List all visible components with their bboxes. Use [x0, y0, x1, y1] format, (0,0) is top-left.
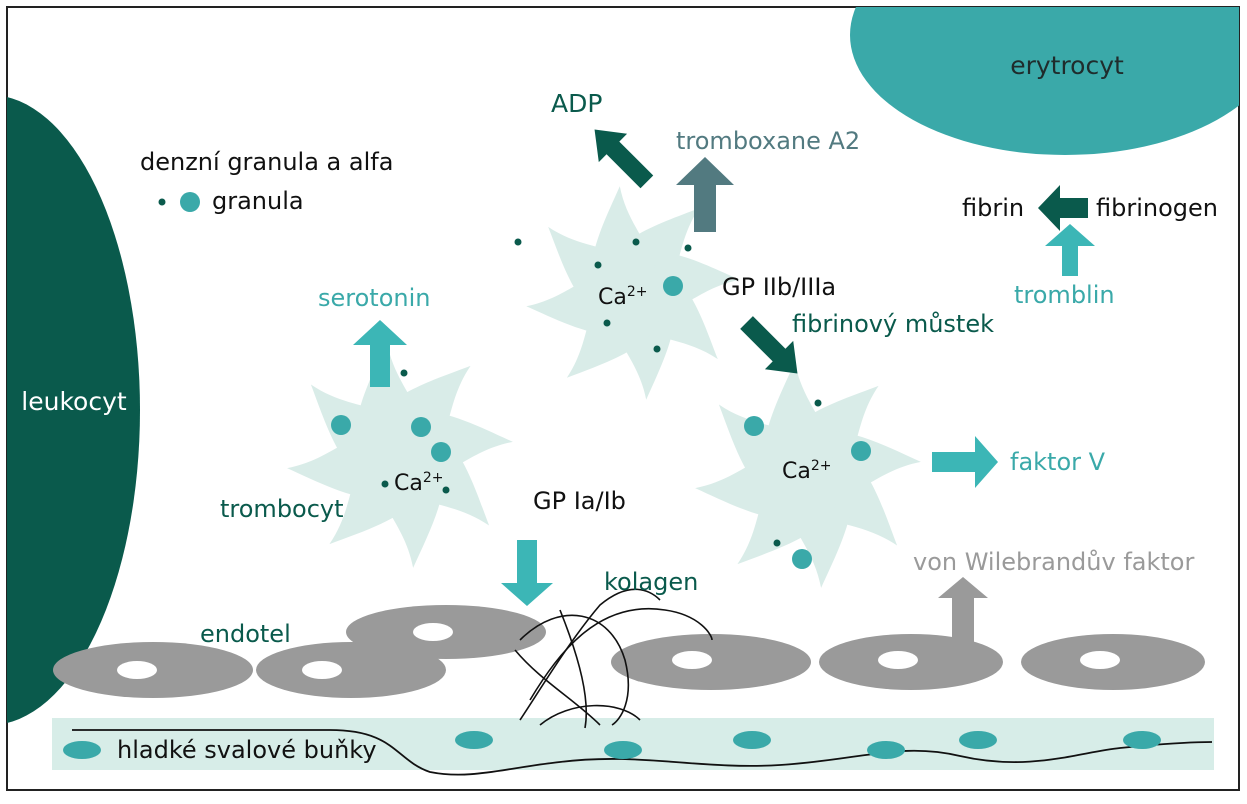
dense-granule	[400, 369, 408, 377]
dense-granule	[514, 238, 522, 246]
fibrinogen-label: fibrinogen	[1096, 194, 1218, 222]
calcium-label-right: Ca2+	[782, 458, 831, 484]
fibrin-arrow	[1038, 185, 1088, 231]
calcium-superscript: 2+	[423, 470, 444, 486]
alpha-granules	[180, 192, 871, 569]
alpha-granule	[744, 416, 764, 436]
dense-granule	[381, 480, 389, 488]
endothelial-cell	[819, 634, 1003, 690]
endothelial-cell	[1021, 634, 1205, 690]
adp-arrow	[594, 129, 654, 189]
calcium-superscript: 2+	[811, 458, 832, 474]
muscle-nuclei	[63, 731, 1161, 759]
thrombin-label: tromblin	[1014, 281, 1115, 309]
collagen-fibers	[514, 588, 713, 729]
alpha-granule	[411, 417, 431, 437]
fibrin-bridge-arrow	[740, 316, 798, 374]
thrombin-arrow	[1045, 224, 1095, 276]
leukocyte-label: leukocyt	[21, 387, 127, 416]
serotonin-arrow	[353, 320, 407, 387]
endothelial-cell	[346, 605, 546, 659]
serotonin-label: serotonin	[318, 284, 430, 312]
muscle-nucleus	[455, 731, 493, 749]
alpha-granule	[331, 415, 351, 435]
granules-label-line2: granula	[212, 187, 304, 215]
dense-granules	[158, 198, 822, 547]
factor-v-label: faktor V	[1010, 448, 1106, 476]
von-willebrand-arrow	[938, 577, 988, 643]
arrows	[353, 129, 1095, 643]
alpha-granule	[663, 276, 683, 296]
endothelial-cell	[53, 642, 253, 698]
labels: erytrocyt leukocyt denzní granula a alfa…	[21, 51, 1218, 764]
smooth-muscle-label: hladké svalové buňky	[117, 736, 377, 764]
factor-v-arrow	[932, 436, 998, 488]
erythrocyte-label: erytrocyt	[1010, 51, 1124, 80]
dense-granule	[684, 244, 692, 252]
thrombocyte-label: trombocyt	[220, 495, 344, 523]
dense-granule	[442, 486, 450, 494]
dense-granule	[653, 345, 661, 353]
fibrin-bridge-label: fibrinový můstek	[792, 310, 994, 338]
dense-granule	[814, 399, 822, 407]
dense-granule	[632, 238, 640, 246]
muscle-nucleus	[604, 741, 642, 759]
erythrocyte-cell	[850, 7, 1239, 155]
dense-granule	[773, 539, 781, 547]
smooth-muscle-wave	[72, 729, 1213, 776]
gp-iib-label: GP IIb/IIIa	[722, 273, 836, 301]
muscle-nucleus	[959, 731, 997, 749]
calcium-label-left: Ca2+	[394, 470, 443, 496]
alpha-granule	[180, 192, 200, 212]
leukocyte-cell	[7, 97, 140, 723]
muscle-nucleus	[867, 741, 905, 759]
platelet-pseudopod	[764, 362, 833, 493]
von-willebrand-label: von Wilebrandův faktor	[913, 548, 1194, 576]
gp-ia-label: GP Ia/Ib	[533, 487, 626, 515]
muscle-nucleus	[733, 731, 771, 749]
muscle-nucleus	[1123, 731, 1161, 749]
platelet-pseudopod	[591, 186, 656, 310]
thromboxane-arrow	[676, 157, 734, 232]
thromboxane-label: tromboxane A2	[676, 127, 860, 155]
collagen-label: kolagen	[604, 568, 698, 596]
granules-label-line1: denzní granula a alfa	[140, 148, 393, 176]
gp-ia-arrow	[501, 540, 553, 606]
dense-granule	[594, 261, 602, 269]
platelet-right	[695, 362, 921, 588]
endothelium	[53, 605, 1205, 698]
alpha-granule	[431, 442, 451, 462]
fibrin-label: fibrin	[962, 194, 1024, 222]
calcium-superscript: 2+	[627, 284, 648, 300]
dense-granule	[158, 198, 166, 206]
calcium-label-top: Ca2+	[598, 284, 647, 310]
alpha-granule	[851, 441, 871, 461]
endothelial-cell	[256, 642, 446, 698]
dense-granule	[603, 319, 611, 327]
adp-label: ADP	[551, 89, 602, 118]
muscle-nucleus	[63, 741, 101, 759]
alpha-granule	[792, 549, 812, 569]
endothelial-cell	[611, 634, 811, 690]
endothelium-label: endotel	[200, 620, 291, 648]
